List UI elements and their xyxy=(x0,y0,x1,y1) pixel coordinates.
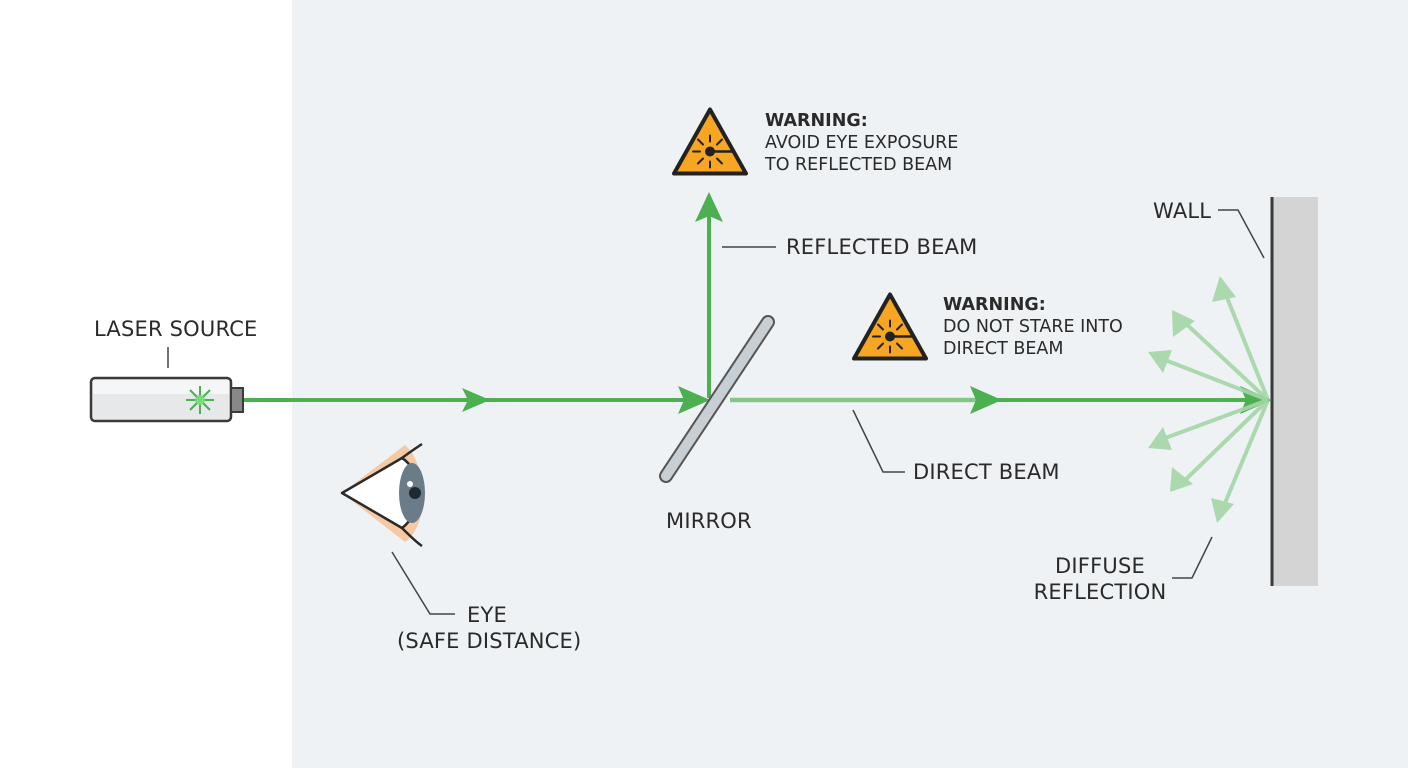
mirror-label: MIRROR xyxy=(666,509,752,533)
reflected-beam xyxy=(695,192,723,398)
eye-icon xyxy=(340,442,425,548)
wall-icon xyxy=(1270,197,1318,586)
eye-label-line2: (SAFE DISTANCE) xyxy=(397,629,582,653)
warning-line: TO REFLECTED BEAM xyxy=(765,155,953,175)
warning-line: DIRECT BEAM xyxy=(943,339,1064,359)
warning-direct-beam: WARNING: DO NOT STARE INTO DIRECT BEAM xyxy=(943,294,1123,360)
eye-label: EYE (SAFE DISTANCE) xyxy=(397,602,582,654)
diffuse-label-line2: REFLECTION xyxy=(1033,580,1167,604)
leader-lines xyxy=(167,209,1265,615)
warning-line: DO NOT STARE INTO xyxy=(943,317,1123,337)
diffuse-reflection-arrows xyxy=(1148,276,1270,523)
reflected-beam-label: REFLECTED BEAM xyxy=(786,235,978,259)
diffuse-reflection-label: DIFFUSE REFLECTION xyxy=(1025,553,1175,605)
eye-label-line1: EYE xyxy=(467,603,507,627)
laser-device-icon xyxy=(89,376,244,423)
laser-source-label: LASER SOURCE xyxy=(94,317,258,341)
direct-beam xyxy=(243,386,1272,414)
warning-line: AVOID EYE EXPOSURE xyxy=(765,133,959,153)
warning-reflected-beam: WARNING: AVOID EYE EXPOSURE TO REFLECTED… xyxy=(765,110,958,176)
warning-title: WARNING: xyxy=(765,111,868,131)
wall-label: WALL xyxy=(1153,199,1212,223)
direct-beam-label: DIRECT BEAM xyxy=(913,460,1060,484)
mirror-icon xyxy=(659,315,775,483)
diffuse-label-line1: DIFFUSE xyxy=(1055,554,1145,578)
warning-title: WARNING: xyxy=(943,295,1046,315)
